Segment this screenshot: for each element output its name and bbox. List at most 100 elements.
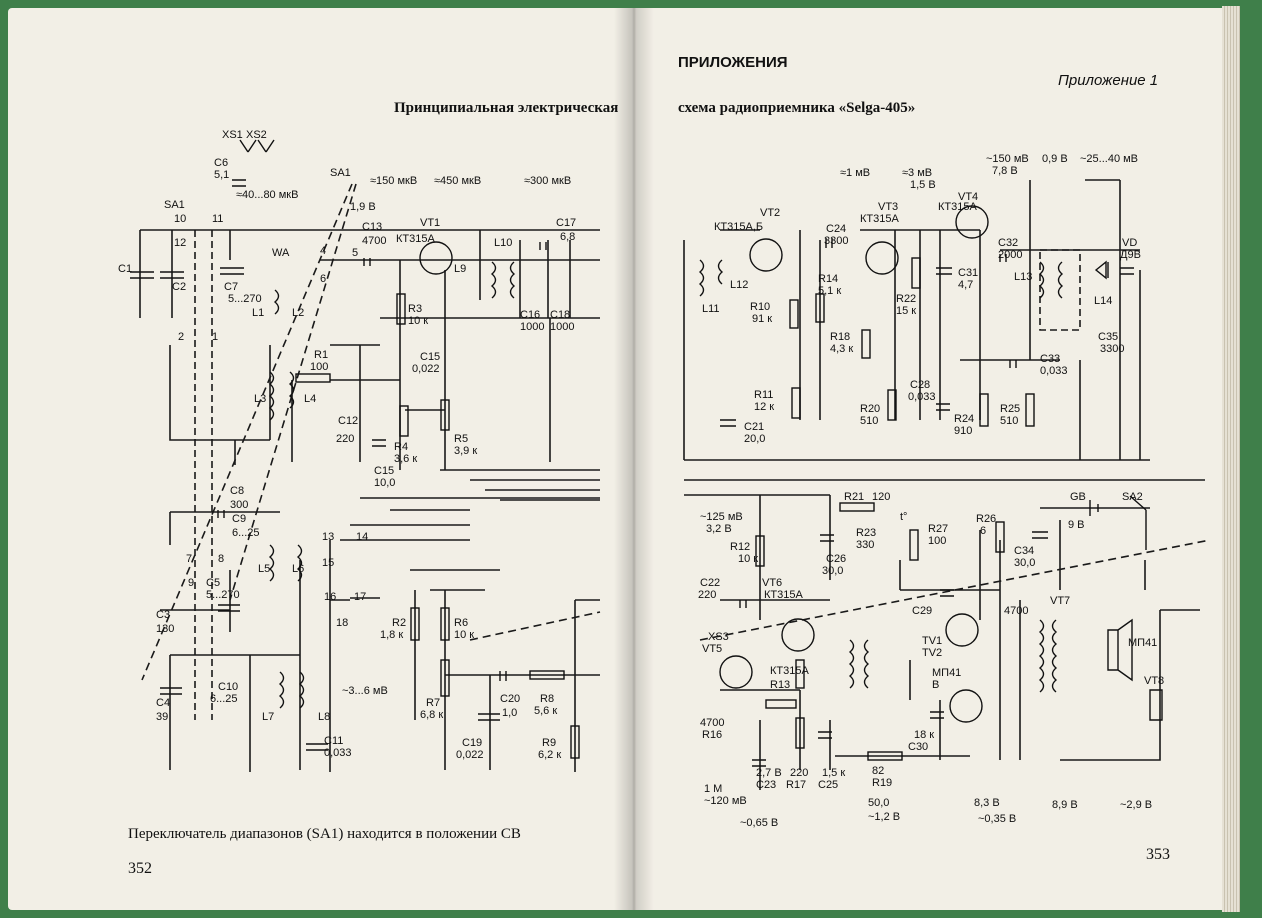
component-label: R17 xyxy=(786,779,806,791)
component-label: C6 xyxy=(214,157,228,169)
component-label: C31 xyxy=(958,267,978,279)
component-label: C35 xyxy=(1098,331,1118,343)
component-label: R6 xyxy=(454,617,468,629)
component-label: 0,9 В xyxy=(1042,153,1068,165)
component-label: C23 xyxy=(756,779,776,791)
right-page-section: ПРИЛОЖЕНИЯ xyxy=(678,54,788,71)
component-label: ≈1 мВ xyxy=(840,167,870,179)
component-label: 3,2 В xyxy=(706,523,732,535)
component-label: C25 xyxy=(818,779,838,791)
component-label: C34 xyxy=(1014,545,1034,557)
component-label: R5 xyxy=(454,433,468,445)
component-label: C18 xyxy=(550,309,570,321)
component-label: C17 xyxy=(556,217,576,229)
component-label: C16 xyxy=(520,309,540,321)
component-label: 5,1 xyxy=(214,169,229,181)
component-label: SA1 xyxy=(164,199,185,211)
component-label: L13 xyxy=(1014,271,1032,283)
component-label: 1000 xyxy=(550,321,574,333)
component-label: 4 xyxy=(320,245,326,257)
component-label: R8 xyxy=(540,693,554,705)
component-label: 50,0 xyxy=(868,797,889,809)
component-label: 2000 xyxy=(998,249,1022,261)
component-label: 6...25 xyxy=(210,693,238,705)
component-label: L12 xyxy=(730,279,748,291)
component-label: 30,0 xyxy=(1014,557,1035,569)
component-label: VD xyxy=(1122,237,1137,249)
component-label: R3 xyxy=(408,303,422,315)
component-label: МП41 xyxy=(932,667,961,679)
component-label: 13 xyxy=(322,531,334,543)
component-label: L9 xyxy=(454,263,466,275)
component-label: XS2 xyxy=(246,129,267,141)
component-label: 1,0 xyxy=(502,707,517,719)
component-label: 5...270 xyxy=(206,589,240,601)
component-label: 100 xyxy=(928,535,946,547)
component-label: L1 xyxy=(252,307,264,319)
component-label: 4700 xyxy=(362,235,386,247)
component-label: 510 xyxy=(860,415,878,427)
component-label: КТ315А xyxy=(396,233,435,245)
component-label: КТ315А xyxy=(764,589,803,601)
component-label: R22 xyxy=(896,293,916,305)
component-label: C24 xyxy=(826,223,846,235)
component-label: R25 xyxy=(1000,403,1020,415)
component-label: C2 xyxy=(172,281,186,293)
component-label: VT4 xyxy=(958,191,978,203)
component-label: L11 xyxy=(702,303,720,315)
component-label: C21 xyxy=(744,421,764,433)
component-label: 10 к xyxy=(454,629,474,641)
component-label: 0,022 xyxy=(412,363,440,375)
component-label: ~125 мВ xyxy=(700,511,743,523)
component-label: R14 xyxy=(818,273,838,285)
component-label: 1000 xyxy=(520,321,544,333)
component-label: VT3 xyxy=(878,201,898,213)
component-label: 15 к xyxy=(896,305,916,317)
component-label: 100 xyxy=(310,361,328,373)
component-label: TV2 xyxy=(922,647,942,659)
component-label: 300 xyxy=(230,499,248,511)
component-label: SA1 xyxy=(330,167,351,179)
component-label: 17 xyxy=(354,591,366,603)
component-label: 220 xyxy=(790,767,808,779)
component-label: 0,033 xyxy=(324,747,352,759)
component-label: 6,8 xyxy=(560,231,575,243)
component-label: 91 к xyxy=(752,313,772,325)
component-label: Д9В xyxy=(1120,249,1141,261)
component-label: C30 xyxy=(908,741,928,753)
component-label: R9 xyxy=(542,737,556,749)
component-label: VT2 xyxy=(760,207,780,219)
component-label: 5...270 xyxy=(228,293,262,305)
component-label: VT8 xyxy=(1144,675,1164,687)
component-label: 7,8 В xyxy=(992,165,1018,177)
component-label: L4 xyxy=(304,393,316,405)
component-label: ≈3 мВ xyxy=(902,167,932,179)
component-label: 6,8 к xyxy=(420,709,443,721)
component-label: 330 xyxy=(856,539,874,551)
component-label: XS1 xyxy=(222,129,243,141)
component-label: 3,6 к xyxy=(394,453,417,465)
component-label: R1 xyxy=(314,349,328,361)
component-label: 9 В xyxy=(1068,519,1085,531)
component-label: C7 xyxy=(224,281,238,293)
component-label: 220 xyxy=(698,589,716,601)
right-page-number: 353 xyxy=(1146,846,1170,863)
component-label: VT5 xyxy=(702,643,722,655)
component-label: 4,3 к xyxy=(830,343,853,355)
component-label: 30,0 xyxy=(822,565,843,577)
component-label: 5,6 к xyxy=(534,705,557,717)
component-label: ≈450 мкВ xyxy=(434,175,481,187)
component-label: C5 xyxy=(206,577,220,589)
component-label: C19 xyxy=(462,737,482,749)
right-page-title: схема радиоприемника «Selga-405» xyxy=(678,100,916,116)
component-label: 8 xyxy=(218,553,224,565)
left-page-caption: Переключатель диапазонов (SA1) находится… xyxy=(128,826,521,842)
component-label: XS3 xyxy=(708,631,729,643)
component-label: C26 xyxy=(826,553,846,565)
component-label: R2 xyxy=(392,617,406,629)
component-label: 12 к xyxy=(754,401,774,413)
component-label: C33 xyxy=(1040,353,1060,365)
